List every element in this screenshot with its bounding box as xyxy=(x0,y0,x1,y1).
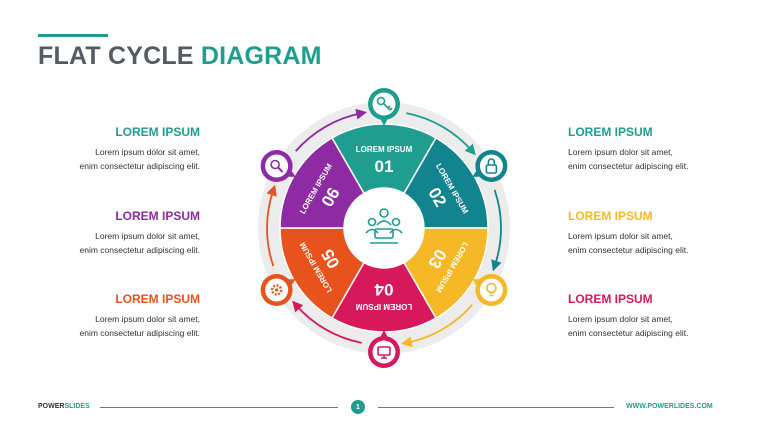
block-body: Lorem ipsum dolor sit amet,enim consecte… xyxy=(568,314,689,338)
block-body: Lorem ipsum dolor sit amet,enim consecte… xyxy=(79,231,200,255)
text-block-left-2: LOREM IPSUM Lorem ipsum dolor sit amet,e… xyxy=(0,209,200,257)
footer-divider-right xyxy=(378,407,614,408)
lock-icon xyxy=(485,158,498,174)
cycle-arrow xyxy=(295,108,367,152)
page-number-badge: 1 xyxy=(351,400,365,414)
text-block-right-2: LOREM IPSUM Lorem ipsum dolor sit amet,e… xyxy=(568,209,768,257)
title-part-1: FLAT CYCLE xyxy=(38,42,194,70)
lightbulb-badge xyxy=(472,274,508,306)
block-body: Lorem ipsum dolor sit amet,enim consecte… xyxy=(79,314,200,338)
title-part-2: DIAGRAM xyxy=(200,42,322,70)
text-block-left-3: LOREM IPSUM Lorem ipsum dolor sit amet,e… xyxy=(0,292,200,340)
magnifier-icon xyxy=(270,159,284,173)
segment-label: LOREM IPSUM xyxy=(356,145,413,154)
title-accent-rule xyxy=(38,34,108,37)
block-heading: LOREM IPSUM xyxy=(115,125,200,139)
text-block-right-3: LOREM IPSUM Lorem ipsum dolor sit amet,e… xyxy=(568,292,768,340)
footer-url: WWW.POWERLIDES.COM xyxy=(626,403,713,410)
block-body: Lorem ipsum dolor sit amet,enim consecte… xyxy=(79,147,200,171)
team-icon xyxy=(365,208,403,244)
footer-divider-left xyxy=(100,407,338,408)
text-block-right-1: LOREM IPSUM Lorem ipsum dolor sit amet,e… xyxy=(568,125,768,173)
monitor-badge xyxy=(368,330,400,368)
text-block-left-1: LOREM IPSUM Lorem ipsum dolor sit amet,e… xyxy=(0,125,200,173)
key-icon xyxy=(376,96,393,111)
segment-label: LOREM IPSUM xyxy=(355,302,412,311)
block-heading: LOREM IPSUM xyxy=(568,292,653,306)
center-hub xyxy=(344,188,424,268)
footer-brand: POWERSLIDES xyxy=(38,403,90,410)
page-title: FLAT CYCLE DIAGRAM xyxy=(38,42,322,71)
block-body: Lorem ipsum dolor sit amet,enim consecte… xyxy=(568,147,689,171)
segment-number: 01 xyxy=(375,157,394,176)
segment-number: 04 xyxy=(374,280,393,299)
cycle-arrow xyxy=(292,300,362,344)
gear-badge xyxy=(260,274,296,306)
block-body: Lorem ipsum dolor sit amet,enim consecte… xyxy=(568,231,689,255)
magnifier-badge xyxy=(260,150,296,182)
cycle-arrow xyxy=(401,304,473,348)
block-heading: LOREM IPSUM xyxy=(568,125,653,139)
lightbulb-icon xyxy=(486,282,497,297)
block-heading: LOREM IPSUM xyxy=(115,292,200,306)
key-badge xyxy=(368,88,400,126)
cycle-arrow xyxy=(491,189,502,272)
block-heading: LOREM IPSUM xyxy=(568,209,653,223)
cycle-arrow xyxy=(406,112,476,156)
monitor-icon xyxy=(377,346,391,359)
gear-icon xyxy=(270,284,283,296)
block-heading: LOREM IPSUM xyxy=(115,209,200,223)
lock-badge xyxy=(472,150,508,182)
cycle-arrow xyxy=(266,184,277,267)
